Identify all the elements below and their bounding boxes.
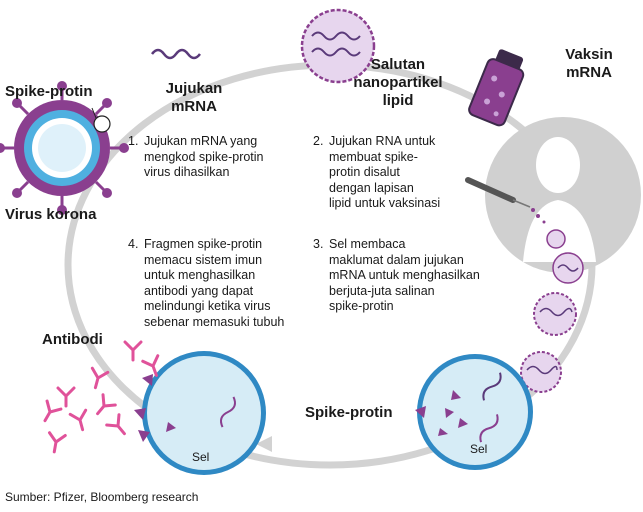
step-3: 3. Sel membaca maklumat dalam jujukan mR…: [313, 237, 480, 315]
lnp-label-line1: Salutan: [370, 56, 426, 73]
lnp-label-line2: nanopartikel: [353, 74, 443, 91]
step-1-number: 1.: [128, 134, 139, 148]
step-2-line: membuat spike-: [329, 149, 418, 164]
cell-left-label: Sel: [192, 450, 210, 464]
step-1: 1. Jujukan mRNA yang mengkod spike-proti…: [128, 134, 264, 181]
spike-protein-label-cell: Spike-protin: [305, 404, 393, 421]
lnp-label-line3: lipid: [382, 92, 414, 109]
coronavirus: [0, 81, 129, 215]
cell-left: [134, 351, 266, 475]
mrna-sequence-label-line1: Jujukan: [165, 80, 223, 97]
step-2-line: protin disalut: [329, 165, 400, 179]
person-silhouette: [485, 117, 641, 273]
step-3-line: Sel membaca: [329, 237, 406, 251]
vaccine-vial: [468, 49, 525, 127]
step-4-text: Fragmen spike-protin memacu sistem imun …: [144, 237, 284, 330]
step-3-text: Sel membaca maklumat dalam jujukan mRNA …: [329, 237, 480, 315]
step-4-line: antibodi yang dapat: [144, 283, 254, 298]
step-4-line: untuk menghasilkan: [144, 268, 256, 282]
step-3-line: mRNA untuk menghasilkan: [329, 268, 480, 282]
syringe-icon: [465, 177, 546, 224]
lnp-label: Salutan nanopartikel lipid: [338, 56, 458, 110]
step-4-line: memacu sistem imun: [144, 252, 263, 267]
step-3-line: berjuta-juta salinan: [329, 283, 435, 298]
mrna-sequence-label-line2: mRNA: [171, 98, 217, 115]
step-4-number: 4.: [128, 237, 139, 251]
step-2-line: dengan lapisan: [329, 180, 414, 195]
step-3-line: maklumat dalam jujukan: [329, 252, 464, 267]
step-4-line: Fragmen spike-protin: [144, 237, 263, 251]
source-credit: Sumber: Pfizer, Bloomberg research: [5, 490, 199, 504]
step-2-line: lipid untuk vaksinasi: [329, 196, 441, 210]
step-1-line: Jujukan mRNA yang: [144, 134, 258, 148]
step-3-line: spike-protin: [329, 299, 394, 313]
step-4: 4. Fragmen spike-protin memacu sistem im…: [128, 237, 284, 330]
antibodies: [43, 340, 160, 454]
mrna-strand: [151, 48, 201, 60]
step-2: 2. Jujukan RNA untuk membuat spike- prot…: [313, 134, 440, 212]
lipid-nanoparticle: [300, 8, 376, 84]
step-1-line: mengkod spike-protin: [144, 149, 264, 164]
spike-callout-circle: [93, 115, 111, 133]
lnp-particles-trail: [520, 229, 584, 393]
step-1-line: virus dihasilkan: [144, 165, 230, 179]
vaccine-label-line1: Vaksin: [565, 46, 613, 63]
step-4-line: melindungi ketika virus: [144, 299, 271, 313]
step-4-line: sebenar memasuki tubuh: [144, 314, 285, 329]
antibody-label: Antibodi: [42, 331, 103, 348]
mrna-sequence-label: Jujukan mRNA: [164, 80, 224, 116]
step-2-number: 2.: [313, 134, 324, 148]
step-3-number: 3.: [313, 237, 324, 251]
spike-callout-leader: [91, 107, 97, 119]
cell-right: [415, 354, 533, 470]
vaccine-label-line2: mRNA: [566, 64, 612, 81]
spike-protein-label-top: Spike-protin: [5, 83, 93, 100]
virus-label: Virus korona: [5, 206, 97, 223]
cycle-arrowhead: [256, 436, 272, 452]
cell-right-label: Sel: [470, 442, 488, 456]
step-1-text: Jujukan mRNA yang mengkod spike-protin v…: [144, 134, 264, 181]
step-2-text: Jujukan RNA untuk membuat spike- protin …: [329, 134, 440, 212]
vaccine-label: Vaksin mRNA: [553, 46, 625, 82]
step-2-line: Jujukan RNA untuk: [329, 134, 436, 148]
